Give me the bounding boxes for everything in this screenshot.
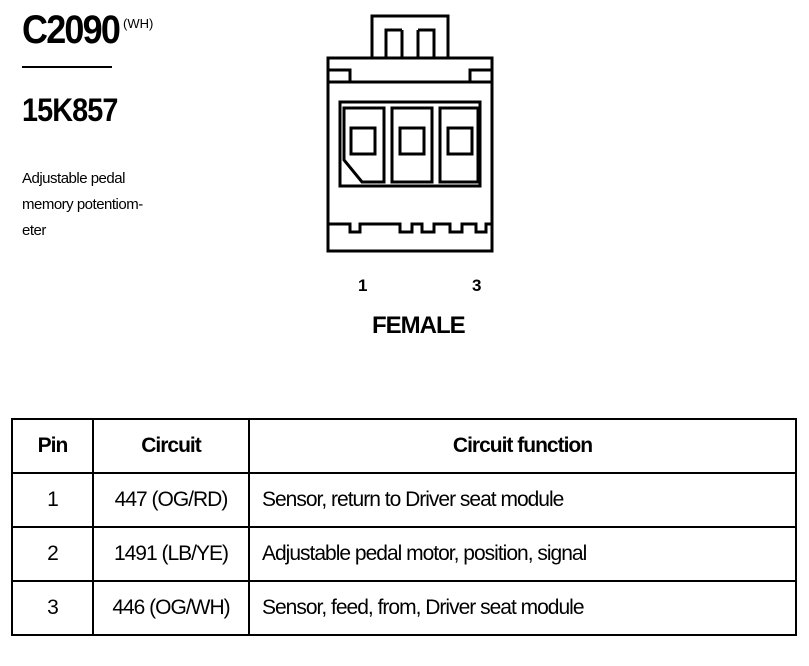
connector-shoulder-step <box>328 68 352 82</box>
connector-latch-inner <box>384 28 402 58</box>
table-row: 1 447 (OG/RD) Sensor, return to Driver s… <box>11 472 797 528</box>
title-divider <box>22 66 112 68</box>
terminal-slot-3 <box>446 126 474 156</box>
connector-cavity-frame <box>338 100 482 188</box>
cell-pin: 2 <box>11 526 94 582</box>
table-row: 2 1491 (LB/YE) Adjustable pedal motor, p… <box>11 526 797 582</box>
pin-table: Pin Circuit Circuit function 1 447 (OG/R… <box>11 418 797 636</box>
terminal-cavity-2 <box>390 106 434 184</box>
header-circuit: Circuit <box>92 418 250 474</box>
description-line: eter <box>22 222 46 239</box>
cell-pin: 3 <box>11 580 94 636</box>
description-line: memory potentiom- <box>22 196 143 213</box>
pin-label-last: 3 <box>472 276 482 295</box>
cell-circuit: 1491 (LB/YE) <box>92 526 250 582</box>
cell-circuit: 447 (OG/RD) <box>92 472 250 528</box>
cell-circuit-function: Sensor, feed, from, Driver seat module <box>248 580 797 636</box>
terminal-cavity-1 <box>342 106 386 184</box>
terminal-cavity-3 <box>438 106 480 184</box>
connector-housing <box>326 56 494 253</box>
cell-circuit-function: Adjustable pedal motor, position, signal <box>248 526 797 582</box>
connector-shoulder-step <box>468 68 492 82</box>
connector-latch <box>370 14 450 58</box>
terminal-slot-2 <box>398 126 426 156</box>
connector-latch-tab <box>400 30 420 60</box>
connector-description: Adjustable pedal memory potentiom- eter <box>22 166 182 244</box>
connector-face-diagram <box>326 14 494 253</box>
connector-color-code: (WH) <box>123 16 154 31</box>
description-line: Adjustable pedal <box>22 170 125 187</box>
connector-bottom-ridge <box>328 222 492 234</box>
part-number: 15K857 <box>22 92 118 128</box>
header-circuit-function: Circuit function <box>248 418 797 474</box>
connector-latch-inner <box>418 28 436 58</box>
cell-pin: 1 <box>11 472 94 528</box>
terminal-slot-1 <box>349 126 377 156</box>
table-header-row: Pin Circuit Circuit function <box>11 418 797 474</box>
pin-label-first: 1 <box>358 276 368 295</box>
connector-code: C2090 <box>22 8 121 52</box>
connector-gender: FEMALE <box>372 312 466 339</box>
cell-circuit-function: Sensor, return to Driver seat module <box>248 472 797 528</box>
cell-circuit: 446 (OG/WH) <box>92 580 250 636</box>
header-pin: Pin <box>11 418 94 474</box>
table-row: 3 446 (OG/WH) Sensor, feed, from, Driver… <box>11 580 797 636</box>
